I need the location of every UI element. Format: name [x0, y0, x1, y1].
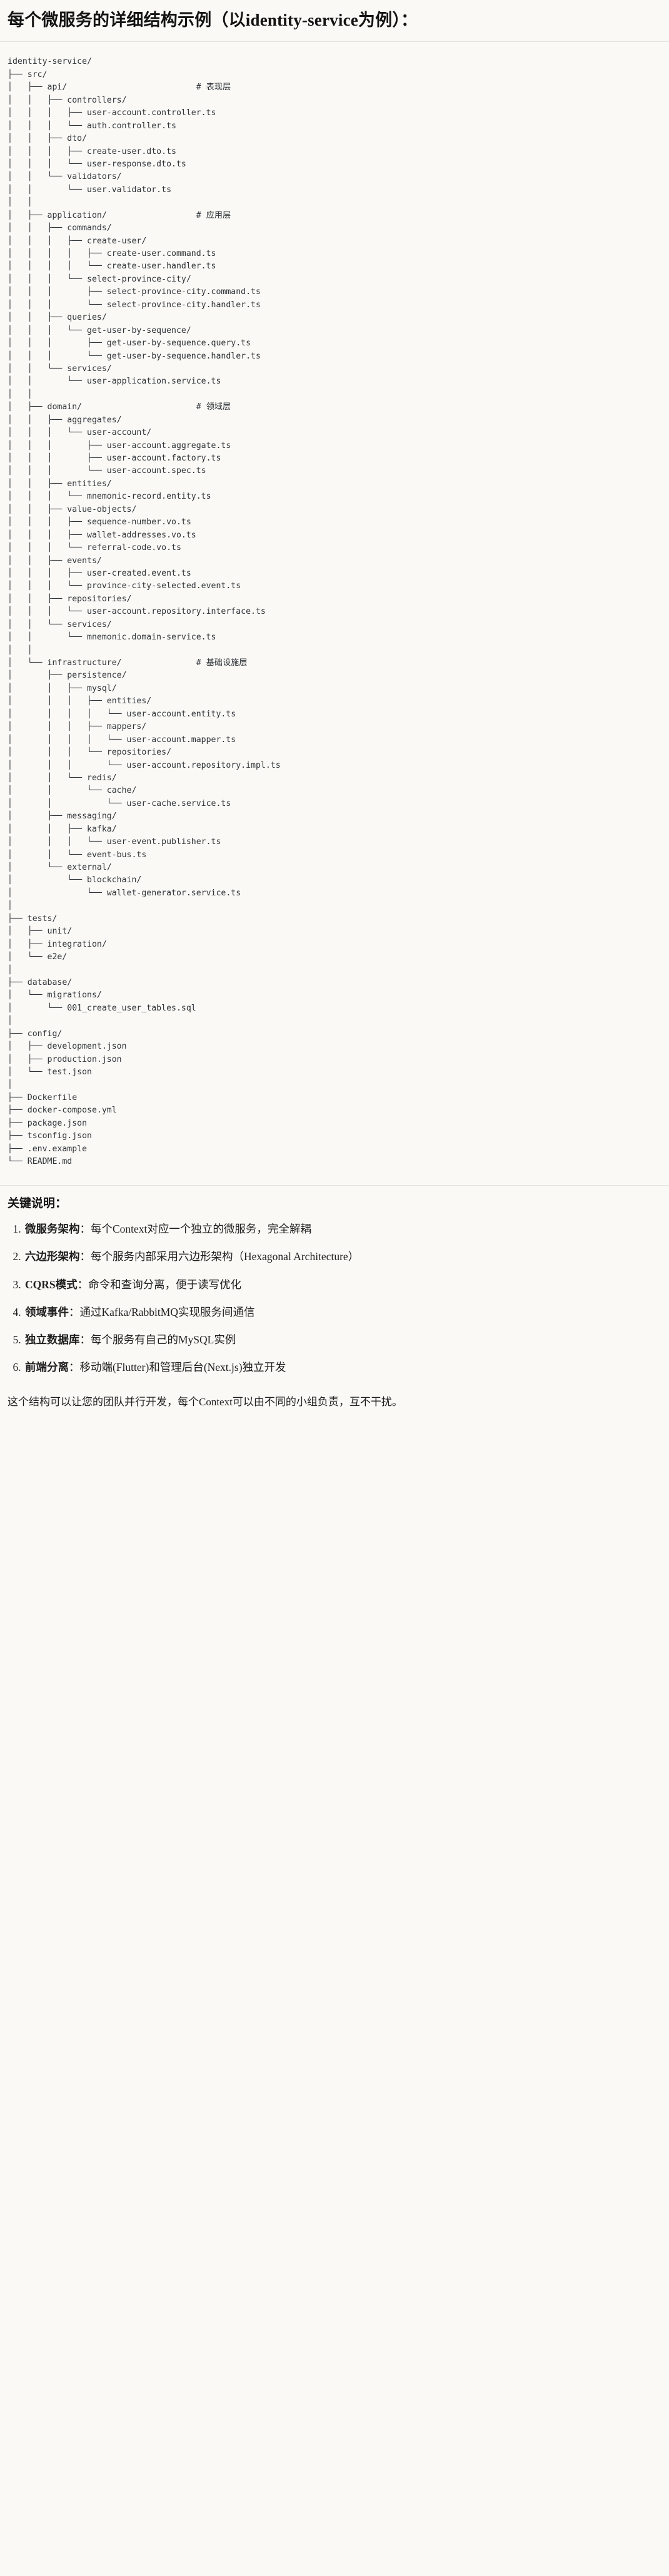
- keypoint-description: 命令和查询分离，便于读写优化: [88, 1278, 242, 1291]
- keypoint-term: CQRS模式: [25, 1278, 78, 1291]
- keypoint-separator: ：: [79, 1333, 91, 1347]
- keypoint-term: 微服务架构: [25, 1223, 80, 1236]
- keypoint-separator: ：: [69, 1305, 80, 1318]
- list-item: 前端分离：移动端(Flutter)和管理后台(Next.js)独立开发: [24, 1359, 661, 1375]
- keypoint-description: 每个服务内部采用六边形架构（Hexagonal Architecture）: [91, 1250, 360, 1263]
- keypoint-description: 每个服务有自己的MySQL实例: [91, 1333, 236, 1347]
- keypoint-description: 通过Kafka/RabbitMQ实现服务间通信: [79, 1305, 255, 1318]
- directory-tree: identity-service/ ├── src/ │ ├── api/ # …: [8, 57, 281, 1167]
- keypoints-title: 关键说明：: [8, 1196, 68, 1210]
- list-item: 微服务架构：每个Context对应一个独立的微服务，完全解耦: [24, 1221, 661, 1237]
- keypoint-term: 六边形架构: [25, 1250, 80, 1263]
- keypoint-separator: ：: [79, 1250, 91, 1263]
- keypoint-separator: ：: [69, 1361, 80, 1374]
- divider-bottom: [0, 1184, 669, 1186]
- keypoint-term: 领域事件: [25, 1305, 69, 1318]
- keypoint-separator: ：: [77, 1278, 89, 1291]
- list-item: 领域事件：通过Kafka/RabbitMQ实现服务间通信: [24, 1304, 661, 1320]
- keypoints-section: 关键说明： 微服务架构：每个Context对应一个独立的微服务，完全解耦 六边形…: [0, 1186, 669, 1385]
- list-item: 独立数据库：每个服务有自己的MySQL实例: [24, 1331, 661, 1348]
- document-page: 每个微服务的详细结构示例（以identity-service为例）： ident…: [0, 0, 669, 1422]
- directory-tree-block: identity-service/ ├── src/ │ ├── api/ # …: [0, 42, 669, 1184]
- divider-top: [0, 41, 669, 43]
- list-item: 六边形架构：每个服务内部采用六边形架构（Hexagonal Architectu…: [24, 1248, 661, 1265]
- keypoint-description: 移动端(Flutter)和管理后台(Next.js)独立开发: [79, 1361, 286, 1374]
- list-item: CQRS模式：命令和查询分离，便于读写优化: [24, 1276, 661, 1293]
- keypoint-separator: ：: [79, 1223, 91, 1236]
- keypoints-list: 微服务架构：每个Context对应一个独立的微服务，完全解耦 六边形架构：每个服…: [8, 1221, 661, 1376]
- page-title: 每个微服务的详细结构示例（以identity-service为例）：: [8, 11, 418, 29]
- keypoint-term: 前端分离: [25, 1361, 69, 1374]
- closing-paragraph: 这个结构可以让您的团队并行开发，每个Context可以由不同的小组负责，互不干扰…: [8, 1395, 403, 1408]
- keypoint-term: 独立数据库: [25, 1333, 80, 1347]
- keypoint-description: 每个Context对应一个独立的微服务，完全解耦: [91, 1223, 311, 1236]
